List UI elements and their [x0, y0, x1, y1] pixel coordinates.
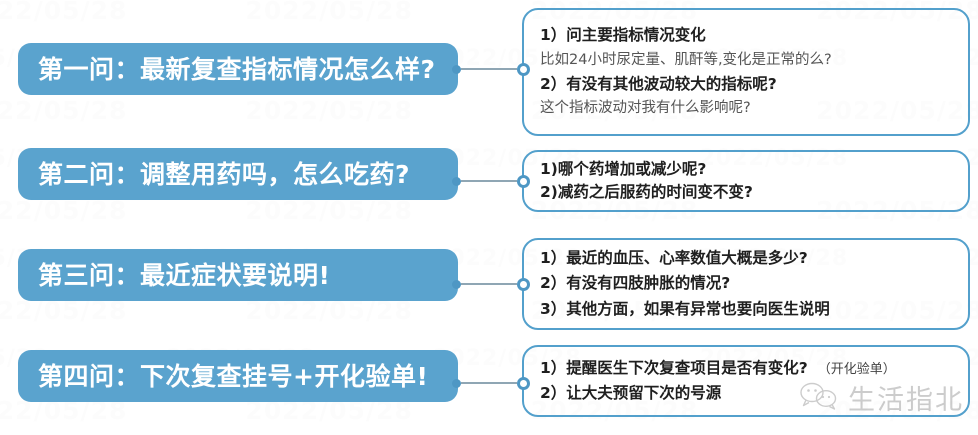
answer-note: （开化验单） — [817, 361, 896, 377]
answer-card-3[interactable]: 1）最近的血压、心率数值大概是多少? 2）有没有四肢肿胀的情况? 3）其他方面，… — [522, 238, 970, 330]
connector-3 — [452, 275, 530, 293]
connector-1 — [452, 60, 530, 78]
connector-line-icon — [461, 68, 517, 70]
question-pill-2[interactable]: 第二问：调整用药吗，怎么吃药? — [18, 148, 458, 200]
answer-card-1[interactable]: 1）问主要指标情况变化 比如24小时尿定量、肌酐等,变化是正常的么? 2）有没有… — [522, 8, 970, 136]
answer-line: 这个指标波动对我有什么影响呢? — [540, 100, 751, 117]
connector-4 — [452, 374, 530, 392]
answer-line: 1）最近的血压、心率数值大概是多少? — [540, 249, 808, 268]
answer-card-2[interactable]: 1)哪个药增加或减少呢? 2)减药之后服药的时间变不变? — [522, 150, 970, 212]
question-pill-1[interactable]: 第一问：最新复查指标情况怎么样? — [18, 43, 458, 95]
connector-target-dot-icon — [517, 62, 530, 76]
answer-card-4[interactable]: 1）提醒医生下次复查项目是否有变化? （开化验单） 2）让大夫预留下次的号源 — [522, 345, 970, 417]
connector-2 — [452, 172, 530, 190]
answer-line: 1）提醒医生下次复查项目是否有变化? — [540, 358, 808, 377]
answer-line: 1）问主要指标情况变化 — [540, 26, 706, 45]
connector-source-dot-icon — [452, 378, 461, 388]
answer-line: 2)减药之后服药的时间变不变? — [540, 183, 753, 201]
question-pill-1-label: 第一问：最新复查指标情况怎么样? — [38, 54, 436, 84]
connector-target-dot-icon — [517, 174, 530, 188]
answer-line: 2）有没有其他波动较大的指标呢? — [540, 75, 777, 93]
connector-source-dot-icon — [452, 176, 461, 186]
answer-line: 1)哪个药增加或减少呢? — [540, 159, 707, 178]
connector-line-icon — [461, 283, 517, 285]
connector-line-icon — [461, 382, 517, 384]
connector-target-dot-icon — [517, 277, 530, 291]
question-pill-3[interactable]: 第三问：最近症状要说明! — [18, 249, 458, 301]
question-pill-4[interactable]: 第四问：下次复查挂号+开化验单! — [18, 350, 458, 402]
connector-source-dot-icon — [452, 279, 461, 289]
connector-line-icon — [461, 180, 517, 182]
question-pill-3-label: 第三问：最近症状要说明! — [38, 260, 331, 290]
question-pill-2-label: 第二问：调整用药吗，怎么吃药? — [38, 159, 411, 189]
connector-target-dot-icon — [517, 376, 530, 390]
answer-line: 3）其他方面，如果有异常也要向医生说明 — [540, 299, 830, 318]
answer-line: 比如24小时尿定量、肌酐等,变化是正常的么? — [540, 51, 832, 68]
answer-line: 2）有没有四肢肿胀的情况? — [540, 274, 731, 293]
answer-line: 2）让大夫预留下次的号源 — [540, 384, 722, 402]
connector-source-dot-icon — [452, 64, 461, 74]
question-pill-4-label: 第四问：下次复查挂号+开化验单! — [38, 361, 429, 391]
answer-line-with-note: 1）提醒医生下次复查项目是否有变化? （开化验单） — [540, 356, 952, 381]
